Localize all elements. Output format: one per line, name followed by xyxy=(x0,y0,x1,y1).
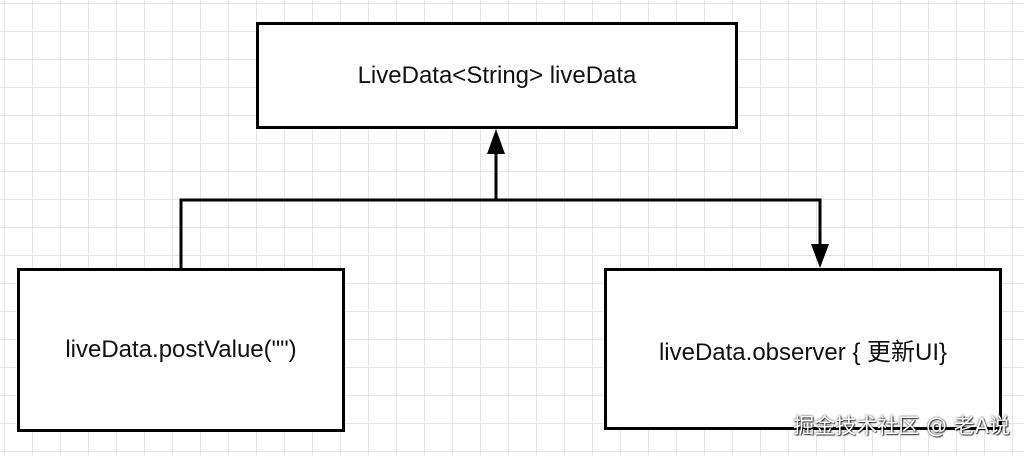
livedata-node-label: LiveData<String> liveData xyxy=(357,61,637,89)
connector-top-to-right xyxy=(496,198,822,246)
post-value-node[interactable]: liveData.postValue("") xyxy=(17,268,345,432)
arrowhead-down xyxy=(811,244,829,268)
observer-node-label: liveData.observer { 更新UI} xyxy=(658,338,948,366)
watermark: 掘金技术社区 @ 老A说 xyxy=(793,414,1010,438)
connector-left-to-top xyxy=(179,150,498,268)
arrowhead-up xyxy=(487,129,505,154)
observer-node[interactable]: liveData.observer { 更新UI} xyxy=(604,268,1002,430)
livedata-node[interactable]: LiveData<String> liveData xyxy=(256,22,738,129)
post-value-node-label: liveData.postValue("") xyxy=(65,336,297,363)
